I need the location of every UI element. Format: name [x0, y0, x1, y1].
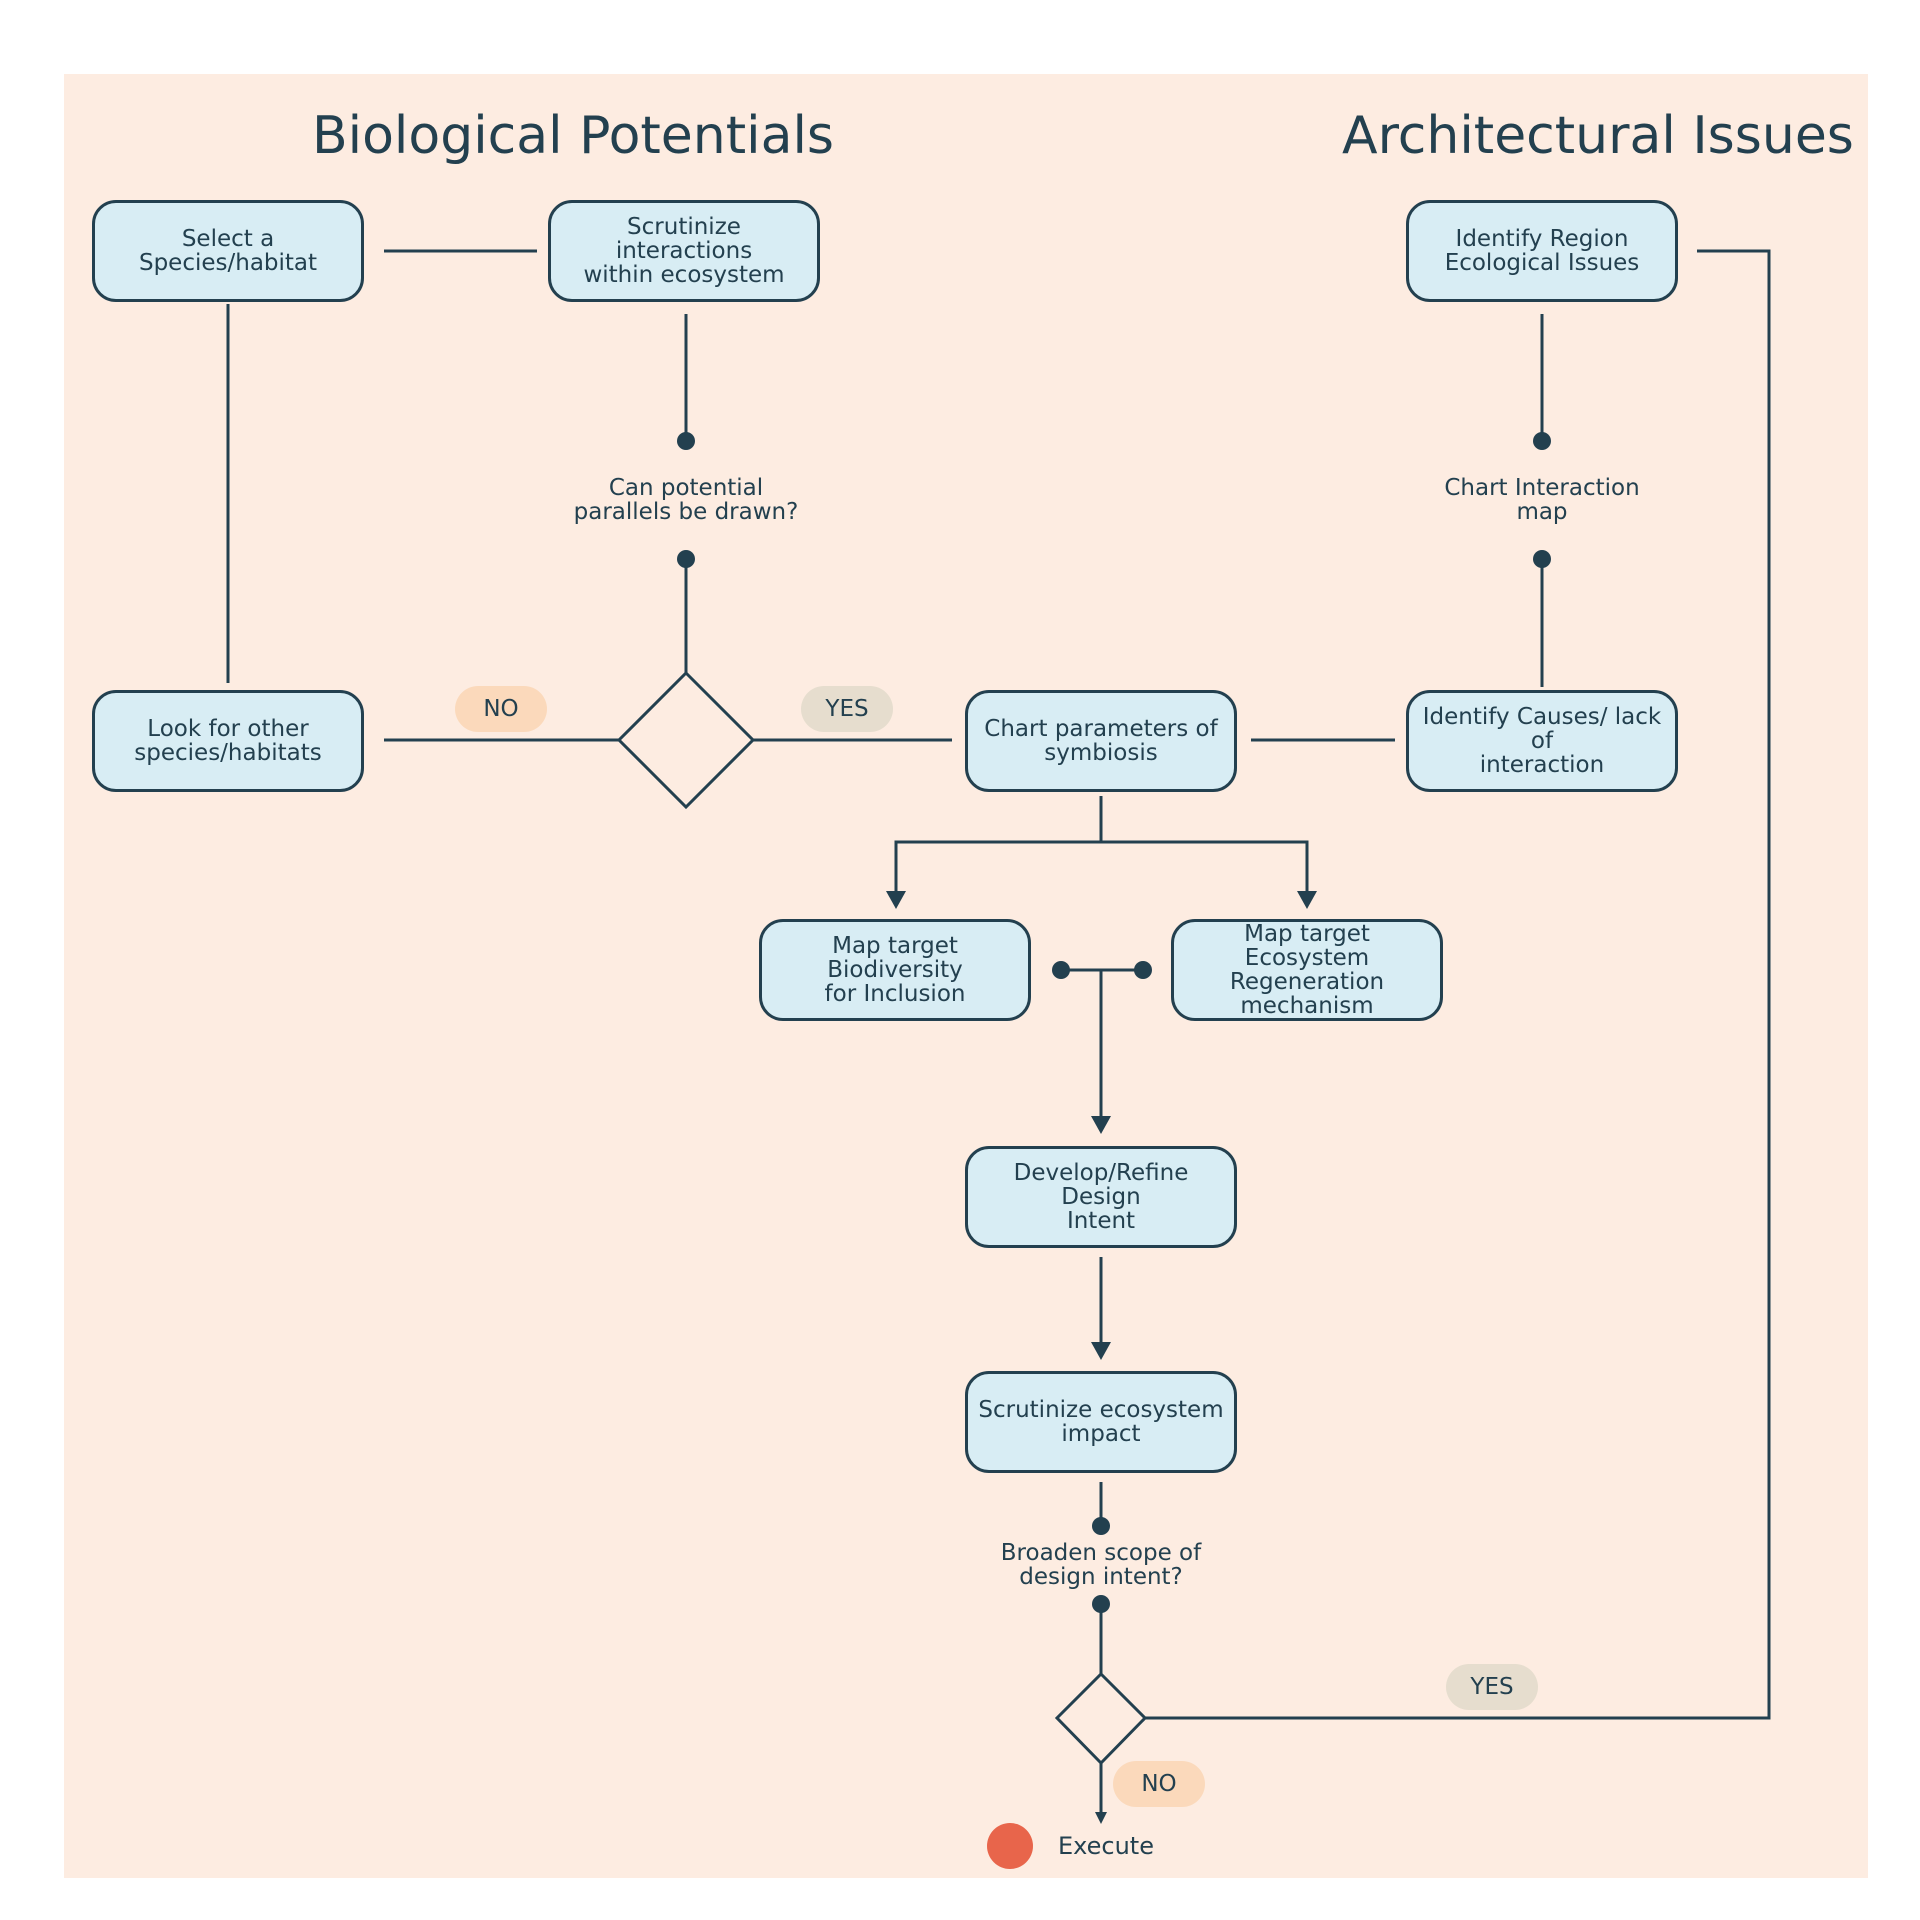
question-broaden-scope: Broaden scope of design intent? — [1000, 1540, 1202, 1590]
decision-diamond-parallels — [616, 670, 756, 810]
dot-parallels — [677, 550, 695, 568]
node-identify-causes[interactable]: Identify Causes/ lack of interaction — [1406, 690, 1678, 792]
connector-chart-split — [894, 796, 1103, 906]
dot-impact — [1092, 1517, 1110, 1535]
question-parallels: Can potential parallels be drawn? — [573, 475, 799, 525]
connector-region-loop — [1145, 249, 1771, 1720]
dot-region — [1533, 432, 1551, 450]
dot-scrutinize — [677, 432, 695, 450]
node-select-species[interactable]: Select a Species/habitat — [92, 200, 364, 302]
arrowhead-impact — [1091, 1342, 1111, 1360]
connector-chart-split-right — [1101, 840, 1309, 906]
node-chart-parameters[interactable]: Chart parameters of symbiosis — [965, 690, 1237, 792]
node-map-biodiversity[interactable]: Map target Biodiversity for Inclusion — [759, 919, 1031, 1021]
pill-yes-bottom: YES — [1446, 1664, 1538, 1710]
arrowhead-execute — [1095, 1812, 1107, 1824]
node-identify-region[interactable]: Identify Region Ecological Issues — [1406, 200, 1678, 302]
pill-yes-top: YES — [801, 686, 893, 732]
heading-architectural-issues: Architectural Issues — [1342, 106, 1854, 166]
node-scrutinize-interactions[interactable]: Scrutinize interactions within ecosystem — [548, 200, 820, 302]
node-map-ecosystem[interactable]: Map target Ecosystem Regeneration mechan… — [1171, 919, 1443, 1021]
execute-dot — [987, 1823, 1033, 1869]
dot-ecosystem — [1134, 961, 1152, 979]
pill-no-top: NO — [455, 686, 547, 732]
dot-biodiversity — [1052, 961, 1070, 979]
arrowhead-biodiversity — [886, 891, 906, 909]
execute-label: Execute — [1058, 1832, 1154, 1860]
decision-diamond-broaden — [1054, 1671, 1148, 1766]
node-scrutinize-impact[interactable]: Scrutinize ecosystem impact — [965, 1371, 1237, 1473]
dot-broaden — [1092, 1595, 1110, 1613]
heading-biological-potentials: Biological Potentials — [312, 106, 834, 166]
arrowhead-develop — [1091, 1116, 1111, 1134]
arrowhead-ecosystem — [1297, 891, 1317, 909]
node-look-other[interactable]: Look for other species/habitats — [92, 690, 364, 792]
question-interaction-map: Chart Interaction map — [1444, 475, 1640, 525]
pill-no-bottom: NO — [1113, 1761, 1205, 1807]
dot-interaction — [1533, 550, 1551, 568]
node-develop-design[interactable]: Develop/Refine Design Intent — [965, 1146, 1237, 1248]
